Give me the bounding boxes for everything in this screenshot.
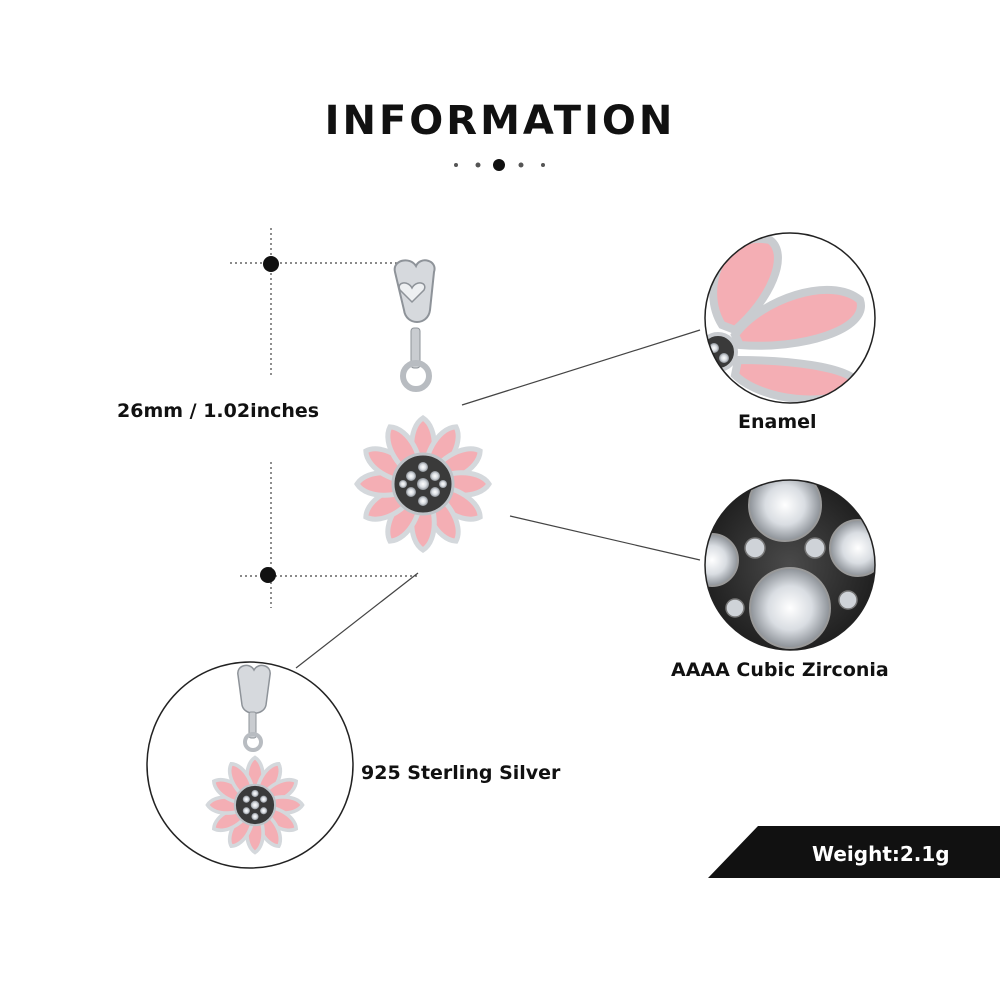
enamel-detail-image (704, 232, 876, 404)
zirconia-detail-image (704, 479, 876, 651)
zirconia-label: AAAA Cubic Zirconia (671, 659, 889, 681)
silver-detail-image (146, 661, 354, 869)
daisy-charm-image (357, 259, 489, 550)
weight-label: Weight:2.1g (812, 842, 950, 866)
page-title: INFORMATION (324, 98, 676, 144)
dimension-label: 26mm / 1.02inches (117, 400, 320, 422)
weight-badge-bg (708, 826, 1000, 878)
leader-lines (295, 329, 701, 669)
silver-label: 925 Sterling Silver (361, 762, 561, 784)
title-separator (454, 159, 545, 171)
enamel-label: Enamel (738, 411, 817, 433)
dimension-top-dot (263, 256, 279, 272)
dimension-bottom-dot (260, 567, 276, 583)
